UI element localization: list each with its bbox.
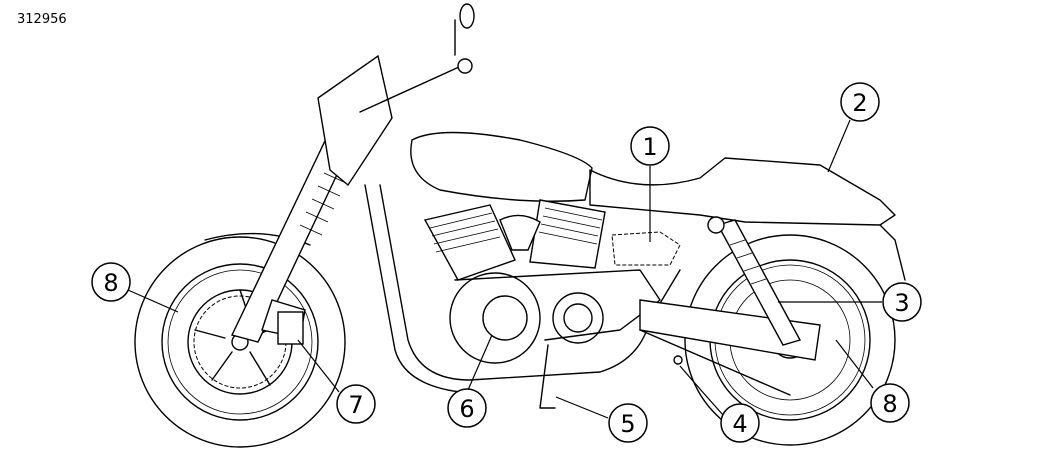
callout-5-label: 5 <box>620 410 635 438</box>
callout-4: 4 <box>720 403 760 443</box>
callout-7-label: 7 <box>348 391 363 419</box>
callout-1: 1 <box>630 126 670 166</box>
swingarm-pivot-marker <box>673 355 683 365</box>
callout-3-label: 3 <box>894 289 909 317</box>
brake-caliper <box>277 311 304 345</box>
seat <box>589 157 896 226</box>
callout-5: 5 <box>608 403 648 443</box>
callout-6: 6 <box>447 388 487 428</box>
fuel-tank <box>410 131 593 202</box>
callout-8-rear-label: 8 <box>882 390 897 418</box>
callout-6-label: 6 <box>459 395 474 423</box>
callout-2: 2 <box>840 82 880 122</box>
callout-8-rear: 8 <box>870 383 910 423</box>
callout-3: 3 <box>882 282 922 322</box>
engine <box>423 199 661 364</box>
rear-shock <box>716 219 802 346</box>
callout-2-label: 2 <box>852 89 867 117</box>
tail-bracket <box>879 224 906 281</box>
callout-8-front: 8 <box>91 262 131 302</box>
callout-4-label: 4 <box>732 410 747 438</box>
callout-1-label: 1 <box>642 133 657 161</box>
exhaust <box>364 184 461 393</box>
mirror <box>459 3 475 29</box>
fairing <box>317 54 393 187</box>
handlebar <box>359 3 475 113</box>
jiffy-stand <box>539 344 556 409</box>
swingarm <box>639 299 821 361</box>
figure-id: 312956 <box>17 12 67 27</box>
frame-downtube <box>379 184 681 381</box>
callout-7: 7 <box>336 384 376 424</box>
front-fork <box>231 119 359 345</box>
callout-8-front-label: 8 <box>103 269 118 297</box>
primary-cover <box>449 272 541 364</box>
belt <box>639 329 791 396</box>
